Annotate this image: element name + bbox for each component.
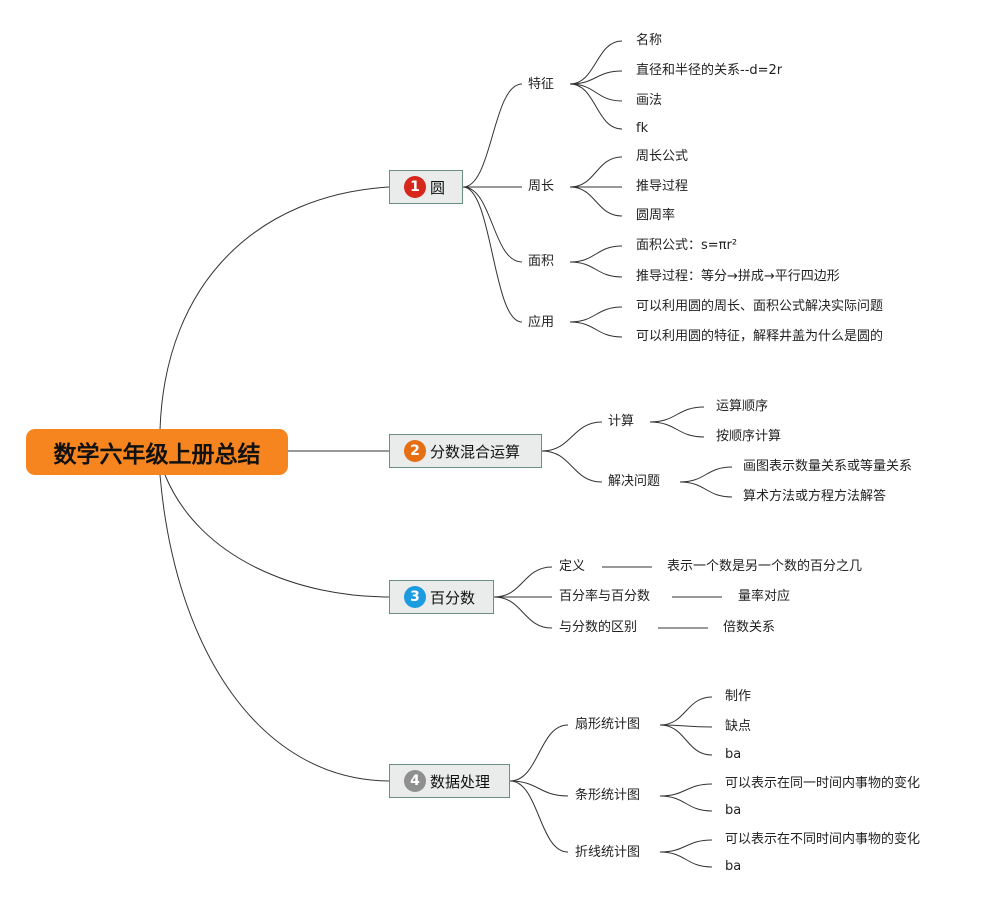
- subtopic-to-leaf-line: [649, 421, 705, 438]
- leaf-item[interactable]: 缺点: [725, 719, 752, 734]
- leaf-item[interactable]: 表示一个数是另一个数的百分之几: [667, 559, 863, 574]
- root-to-branch-1: [159, 186, 390, 431]
- branch-to-subtopic-line: [509, 724, 569, 782]
- branch-data-processing[interactable]: 4 数据处理: [389, 764, 510, 798]
- root-topic[interactable]: 数学六年级上册总结: [26, 429, 288, 475]
- leaf-item[interactable]: 可以利用圆的周长、面积公式解决实际问题: [636, 299, 884, 314]
- subtopic-to-leaf-line: [659, 795, 713, 812]
- subtopic-bar-chart[interactable]: 条形统计图: [575, 788, 641, 803]
- subtopic-to-leaf-line: [659, 724, 713, 756]
- leaf-item[interactable]: 算术方法或方程方法解答: [743, 489, 887, 504]
- subtopic-to-leaf-line: [679, 466, 733, 483]
- branch-fraction-operations[interactable]: 2 分数混合运算: [389, 434, 542, 468]
- leaf-item[interactable]: ba: [725, 803, 742, 818]
- subtopic-to-leaf-line: [569, 186, 623, 217]
- subtopic-difference[interactable]: 与分数的区别: [559, 620, 638, 635]
- leaf-item[interactable]: 面积公式：s=πr²: [636, 238, 738, 253]
- branch-circle[interactable]: 1 圆: [389, 170, 463, 204]
- subtopic-to-leaf-line: [569, 83, 623, 102]
- subtopic-problem-solving[interactable]: 解决问题: [608, 474, 661, 489]
- branch-label: 分数混合运算: [430, 442, 521, 461]
- subtopic-to-leaf-line: [659, 851, 713, 868]
- branch-to-subtopic-line: [541, 421, 603, 452]
- number-badge-2: 2: [404, 440, 426, 462]
- subtopic-to-leaf-line: [659, 783, 713, 797]
- subtopic-calculation[interactable]: 计算: [608, 414, 635, 429]
- leaf-item[interactable]: 运算顺序: [716, 399, 769, 414]
- subtopic-rate-and-percentage[interactable]: 百分率与百分数: [559, 589, 651, 604]
- subtopic-to-leaf-line: [569, 306, 623, 323]
- subtopic-definition[interactable]: 定义: [559, 559, 586, 574]
- root-to-branch-4: [159, 474, 390, 782]
- subtopic-to-leaf-line: [569, 40, 623, 85]
- leaf-item[interactable]: 圆周率: [636, 208, 676, 223]
- leaf-item[interactable]: ba: [725, 859, 742, 874]
- leaf-item[interactable]: 倍数关系: [723, 620, 776, 635]
- branch-to-subtopic-line: [509, 780, 569, 797]
- leaf-item[interactable]: 名称: [636, 33, 663, 48]
- leaf-item[interactable]: 画法: [636, 93, 663, 108]
- branch-label: 圆: [430, 178, 446, 197]
- branch-to-subtopic-line: [462, 186, 523, 323]
- number-badge-3: 3: [404, 586, 426, 608]
- subtopic-to-leaf-line: [659, 696, 713, 726]
- subtopic-to-leaf-line: [569, 156, 623, 188]
- subtopic-circumference[interactable]: 周长: [528, 179, 555, 194]
- leaf-item[interactable]: 推导过程: [636, 179, 689, 194]
- subtopic-line-chart[interactable]: 折线统计图: [575, 845, 641, 860]
- subtopic-to-leaf-line: [649, 406, 705, 423]
- number-badge-1: 1: [404, 176, 426, 198]
- branch-to-subtopic-line: [462, 83, 523, 188]
- branch-to-subtopic-line: [462, 186, 523, 263]
- branch-to-subtopic-line: [541, 450, 603, 483]
- subtopic-to-leaf-line: [569, 261, 623, 278]
- subtopic-pie-chart[interactable]: 扇形统计图: [575, 717, 641, 732]
- leaf-item[interactable]: 画图表示数量关系或等量关系: [743, 459, 913, 474]
- leaf-item[interactable]: 可以利用圆的特征，解释井盖为什么是圆的: [636, 329, 884, 344]
- leaf-item[interactable]: 量率对应: [738, 589, 791, 604]
- root-to-branch-3: [164, 474, 390, 598]
- leaf-item[interactable]: 直径和半径的关系--d=2r: [636, 63, 783, 78]
- branch-label: 百分数: [430, 588, 476, 607]
- subtopic-to-leaf-line: [679, 481, 733, 498]
- subtopic-to-leaf-line: [569, 245, 623, 263]
- subtopic-application[interactable]: 应用: [528, 315, 555, 330]
- leaf-item[interactable]: 制作: [725, 689, 752, 704]
- leaf-item[interactable]: 可以表示在同一时间内事物的变化: [725, 776, 921, 791]
- leaf-item[interactable]: 周长公式: [636, 149, 689, 164]
- subtopic-to-leaf-line: [659, 839, 713, 853]
- subtopic-area[interactable]: 面积: [528, 254, 555, 269]
- branch-to-subtopic-line: [493, 566, 553, 598]
- subtopic-to-leaf-line: [569, 83, 623, 130]
- branch-to-subtopic-line: [509, 780, 569, 853]
- subtopic-to-leaf-line: [569, 70, 623, 85]
- leaf-item[interactable]: fk: [636, 121, 649, 136]
- leaf-item[interactable]: 推导过程：等分→拼成→平行四边形: [636, 269, 840, 284]
- subtopic-features[interactable]: 特征: [528, 77, 555, 92]
- leaf-item[interactable]: 按顺序计算: [716, 429, 782, 444]
- branch-label: 数据处理: [430, 772, 491, 791]
- number-badge-4: 4: [404, 770, 426, 792]
- branch-to-subtopic-line: [493, 596, 553, 629]
- subtopic-to-leaf-line: [569, 321, 623, 338]
- branch-percentage[interactable]: 3 百分数: [389, 580, 494, 614]
- leaf-item[interactable]: 可以表示在不同时间内事物的变化: [725, 832, 921, 847]
- leaf-item[interactable]: ba: [725, 747, 742, 762]
